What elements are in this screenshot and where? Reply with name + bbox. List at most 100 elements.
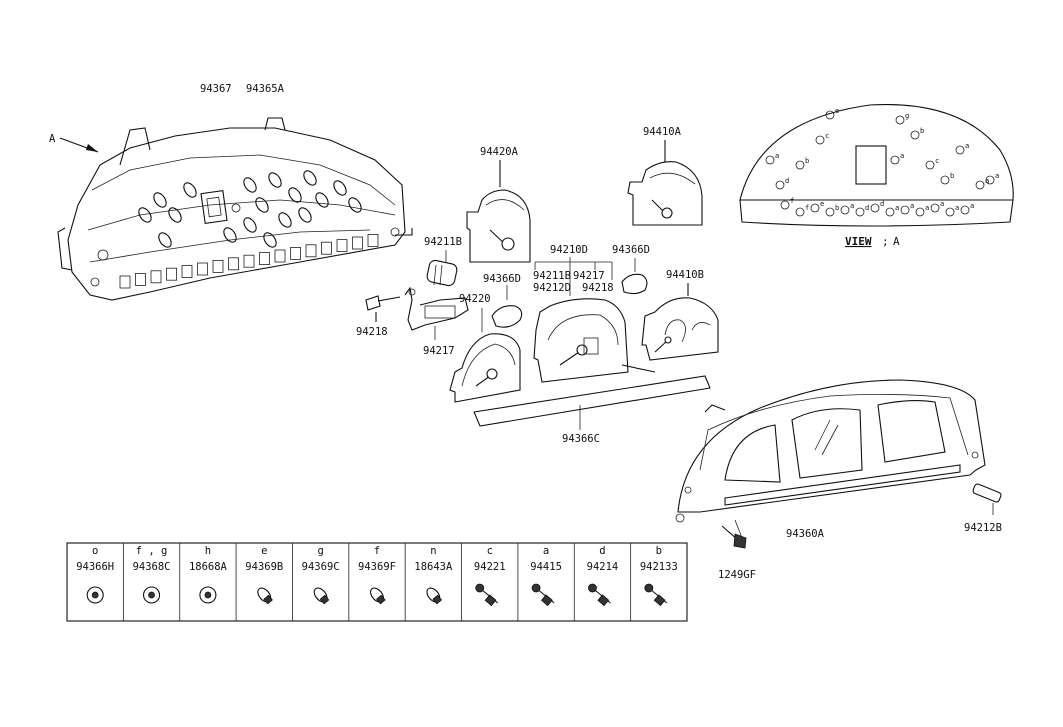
parts-table-partno: 94366H	[76, 561, 114, 573]
bulb-socket	[298, 207, 312, 223]
parts-table-letter: a	[543, 545, 549, 557]
view-a-position-letter: a	[955, 204, 959, 212]
view-a-position-letter: c	[935, 157, 939, 165]
bulb-socket	[288, 187, 302, 203]
parts-table-letter: d	[599, 545, 605, 557]
parts-table-letter: o	[92, 545, 98, 557]
parts-table-partno: 94369C	[302, 561, 340, 573]
bulb-socket	[153, 192, 167, 208]
connector-tooth	[352, 236, 363, 250]
screw-1249GF	[721, 525, 747, 549]
bulb-socket	[138, 207, 152, 223]
view-arrow	[59, 137, 99, 153]
view-a-bulb-position	[840, 205, 850, 215]
view-a-position-letter: b	[835, 204, 839, 212]
view-a-letter: A	[893, 235, 900, 248]
parts-table-bulb-icon	[257, 587, 273, 605]
view-a-bulb-position	[765, 155, 775, 165]
label-94220: 94220	[459, 293, 491, 305]
connector-tooth	[212, 259, 224, 273]
view-a-position-letter: a	[965, 142, 969, 150]
connector-tooth	[119, 275, 131, 289]
part-94212B	[972, 483, 1002, 515]
label-1249GF: 1249GF	[718, 569, 756, 581]
parts-table-partno: 94221	[474, 561, 506, 573]
front-cover-94360A	[675, 379, 986, 539]
view-a-label: VIEW	[845, 235, 872, 248]
label-94212D: 94212D	[533, 282, 571, 294]
view-a-position-letter: c	[825, 132, 829, 140]
connector-tooth	[321, 241, 332, 255]
bulb-socket	[223, 227, 237, 243]
label-94211B: 94211B	[424, 236, 462, 248]
view-a-position-letter: a	[995, 172, 999, 180]
connector-tooth	[197, 262, 208, 276]
parts-table-letter: h	[205, 545, 211, 557]
view-a-bulb-position	[885, 207, 895, 217]
connector-tooth	[259, 252, 270, 266]
bulb-socket	[348, 197, 362, 213]
view-a-bulb-position	[975, 180, 985, 190]
view-a-bulb-position	[780, 200, 790, 210]
view-a-bulb-position	[955, 145, 965, 155]
view-a-position-letter: e	[835, 107, 839, 115]
parts-table-bulb-icon	[370, 587, 386, 605]
view-a-position-letter: d	[880, 200, 884, 208]
view-a-bulb-position	[985, 175, 995, 185]
view-a-bulb-position	[870, 203, 880, 213]
view-a-position-letter: a	[925, 204, 929, 212]
view-a-position-letter: d	[785, 177, 789, 185]
parts-table-letter: f , g	[136, 545, 168, 557]
parts-table-partno: 18643A	[414, 561, 453, 573]
label-94366D-left: 94366D	[483, 273, 521, 285]
gauge-94420A	[466, 160, 531, 263]
bulb-socket	[243, 177, 257, 193]
view-a-bulb-position	[930, 203, 940, 213]
cluster-back-housing	[57, 117, 413, 301]
label-94211B-b: 94211B	[533, 270, 571, 282]
bulb-socket	[333, 180, 347, 196]
label-94367: 94367	[200, 83, 232, 95]
connector-tooth	[166, 267, 177, 281]
parts-table-letter: e	[261, 545, 267, 557]
parts-table-bulb-icon	[644, 583, 668, 607]
parts-table-bulb-icon	[588, 583, 611, 607]
parts-table-partno: 94368C	[133, 561, 171, 573]
view-a-bulb-position	[895, 115, 905, 125]
label-94217-c: 94217	[573, 270, 605, 282]
view-a-position-letter: a	[850, 202, 854, 210]
bulb-socket	[263, 232, 277, 248]
label-94217: 94217	[423, 345, 455, 357]
connector-tooth	[305, 244, 317, 258]
parts-table-partno: 94369B	[245, 561, 283, 573]
parts-table-bulb-icon	[86, 586, 104, 604]
view-a-position-letter: d	[865, 204, 869, 212]
view-a-bulb-position	[960, 205, 970, 215]
label-94420A: 94420A	[480, 146, 519, 158]
speedometer-94210D	[533, 298, 656, 383]
connector-tooth	[135, 272, 146, 286]
view-a-position-letter: b	[920, 127, 924, 135]
connector-tooth	[367, 233, 379, 247]
parts-table-border	[66, 542, 688, 622]
gauge-94220	[449, 308, 521, 403]
parts-table-bulb-icon	[426, 587, 443, 605]
label-94365A: 94365A	[246, 83, 285, 95]
view-a-bulb-position	[815, 135, 825, 145]
view-a-bulb-position	[945, 207, 955, 217]
label-94210D: 94210D	[550, 244, 588, 256]
view-arrow-label: A	[49, 133, 56, 145]
parts-table-letter: b	[656, 545, 662, 557]
bulb-socket	[243, 217, 257, 233]
view-a-position-letter: a	[900, 152, 904, 160]
view-a-position-letter: b	[950, 172, 954, 180]
label-94410A: 94410A	[643, 126, 682, 138]
parts-table-partno: 94415	[530, 561, 562, 573]
bulb-socket	[278, 212, 292, 228]
label-94366D-right: 94366D	[612, 244, 650, 256]
leader-94210D	[534, 257, 613, 296]
label-94218: 94218	[356, 326, 388, 338]
view-a-bulb-position	[775, 180, 785, 190]
